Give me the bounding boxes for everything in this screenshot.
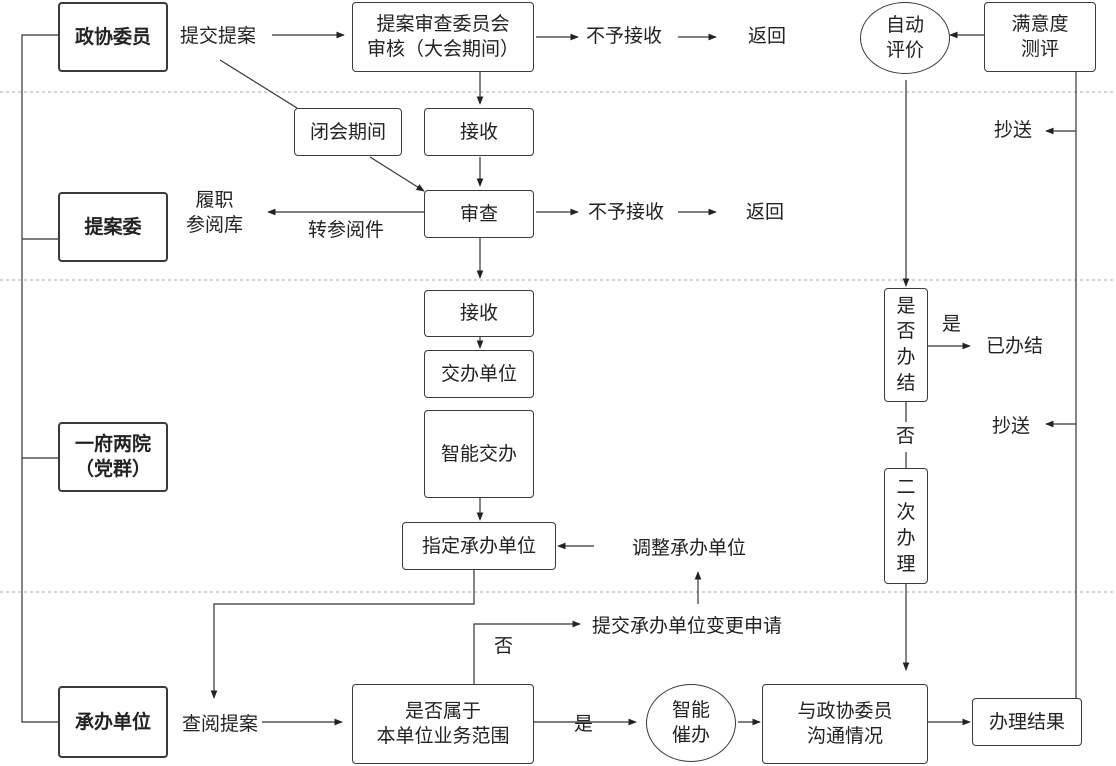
label-no-1: 否 — [896, 425, 916, 447]
node-receive-2: 接收 — [424, 290, 534, 337]
label-no-2: 否 — [494, 635, 514, 657]
lane-dividers — [0, 91, 1116, 593]
node-assign-unit: 交办单位 — [424, 350, 534, 398]
node-result: 办理结果 — [972, 698, 1082, 746]
node-recess-period: 闭会期间 — [294, 108, 402, 156]
label-archive: 履职 参阅库 — [186, 189, 244, 236]
label-cc-2: 抄送 — [992, 415, 1031, 437]
node-business-scope: 是否属于 本单位业务范围 — [352, 684, 534, 764]
node-review-committee: 提案审查委员会 审核（大会期间） — [352, 2, 534, 72]
arrow-scope-no-to-request — [473, 620, 581, 684]
node-smart-assign: 智能交办 — [424, 410, 534, 498]
label-cc-1: 抄送 — [994, 119, 1033, 141]
node-receive-1: 接收 — [424, 108, 534, 156]
node-one-gov-two-courts: 一府两院 （党群） — [58, 422, 168, 492]
label-submit-proposal: 提交提案 — [180, 25, 257, 47]
label-reject-1: 不予接收 — [586, 25, 663, 47]
label-forward-ref: 转参阅件 — [308, 219, 385, 241]
node-is-completed: 是 否 办 结 — [884, 288, 928, 402]
node-cppcc-members: 政协委员 — [58, 2, 168, 72]
label-change-request: 提交承办单位变更申请 — [592, 615, 783, 637]
node-smart-urge: 智能 催办 — [646, 684, 736, 762]
label-return-2: 返回 — [746, 201, 785, 223]
node-satisfaction-survey: 满意度 测评 — [984, 2, 1096, 72]
label-yes-2: 是 — [574, 713, 594, 735]
node-proposal-committee: 提案委 — [58, 192, 168, 262]
label-adjust-unit: 调整承办单位 — [632, 537, 747, 559]
node-review: 审查 — [424, 190, 534, 238]
label-return-1: 返回 — [748, 25, 787, 47]
label-yes-1: 是 — [942, 313, 962, 335]
label-reject-2: 不予接收 — [588, 201, 665, 223]
arrow-designate-to-handling — [210, 570, 475, 699]
node-designate-unit: 指定承办单位 — [402, 522, 556, 570]
node-second-handling: 二 次 办 理 — [884, 468, 928, 584]
line-submit-to-recess — [219, 59, 298, 109]
node-auto-evaluation: 自动 评价 — [860, 2, 950, 74]
label-view-proposal: 查阅提案 — [182, 713, 259, 735]
arrow-recess-to-check — [369, 156, 425, 192]
label-completed: 已办结 — [986, 335, 1044, 357]
node-communicate: 与政协委员 沟通情况 — [762, 684, 928, 764]
lane-bracket — [21, 34, 58, 723]
node-handling-unit: 承办单位 — [58, 686, 168, 758]
